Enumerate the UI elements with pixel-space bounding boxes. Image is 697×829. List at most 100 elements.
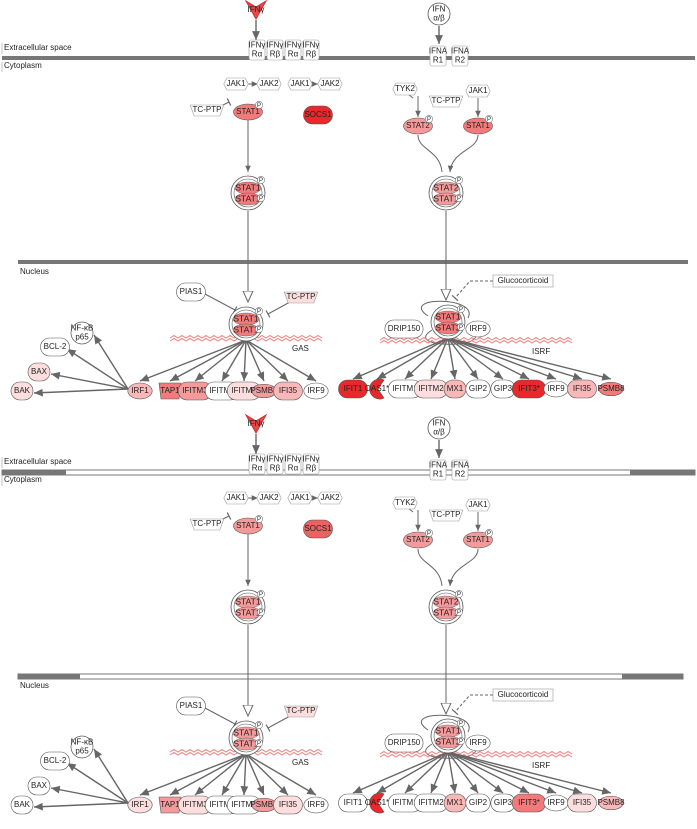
isrf-label: ISRF xyxy=(532,347,550,356)
plasma-membrane-right-cap xyxy=(630,470,695,475)
node-gip2: GIP2 xyxy=(465,379,491,399)
node-dimer1-phospho-2 xyxy=(257,608,265,616)
node-gip2-label: GIP2 xyxy=(469,384,488,393)
node-ifitm1b-label: IFITM1 xyxy=(392,384,418,393)
node-ifitm1b-label: IFITM1 xyxy=(392,798,418,807)
node-dimer2-phospho-1 xyxy=(455,176,463,184)
node-ndimer2-phospho-2-label: P xyxy=(459,325,463,331)
node-mx1-label: MX1 xyxy=(447,384,464,393)
node-oas1: OAS1* xyxy=(365,792,389,814)
node-stat1a-phospho-label: P xyxy=(257,517,261,523)
edge-tcptp-dimer xyxy=(265,715,291,732)
node-jak2a-label: JAK2 xyxy=(259,79,279,88)
node-psmb8b-label: PSMB8 xyxy=(597,798,625,807)
node-tyk2: TYK2 xyxy=(392,496,418,510)
node-bcl2: BCL-2 xyxy=(40,751,70,771)
node-ifngra1-shape xyxy=(248,453,266,475)
node-drip150: DRIP150 xyxy=(384,733,424,753)
node-irf1-label: IRF1 xyxy=(131,800,149,809)
node-bak: BAK xyxy=(10,795,34,815)
node-stat1a-label: STAT1 xyxy=(236,107,260,116)
node-stat1a-shape xyxy=(233,517,263,535)
node-ifitm2b-label: IFITM2 xyxy=(418,798,444,807)
node-ifi35b-label: IFI35 xyxy=(573,384,592,393)
node-ndimer1-label-1: STAT1 xyxy=(233,313,258,323)
node-jak1b-shape xyxy=(287,77,313,91)
node-stat2a-phospho-label: P xyxy=(427,117,431,123)
node-stat1a-phospho xyxy=(255,515,263,523)
edge-dimer2-gip2 xyxy=(447,751,479,794)
node-ndimer2-phospho-2 xyxy=(457,323,465,331)
node-irf9c: IRF9 xyxy=(543,794,569,812)
node-ndimer2-phospho-2-label: P xyxy=(459,739,463,745)
edge-dimer1-ifitm3 xyxy=(194,753,247,796)
edge-irf1-nfkb xyxy=(93,748,129,804)
edge-drip150-loop xyxy=(420,300,470,319)
node-tyk2-shape xyxy=(392,82,418,96)
node-ndimer1-phospho-2 xyxy=(255,739,263,747)
node-tcptp3-label: TC-PTP xyxy=(287,706,316,715)
node-gluco-shape xyxy=(492,688,554,702)
node-dimer1-phospho-1 xyxy=(257,590,265,598)
node-ifngrb1-shape xyxy=(266,39,284,61)
node-jak1a: JAK1 xyxy=(223,491,249,505)
gas-label: GAS xyxy=(292,758,309,767)
edge-irf1-bcl2 xyxy=(66,348,129,390)
node-irf1: IRF1 xyxy=(127,382,153,400)
node-ifi35a-label: IFI35 xyxy=(279,386,298,395)
node-tap1-label: TAP1 xyxy=(160,386,180,395)
node-dimer1-label-2: STAT1 xyxy=(235,607,260,617)
node-tcptp2-shape xyxy=(428,95,464,108)
node-psmb8b-shape xyxy=(598,381,624,397)
node-tap1-shape xyxy=(158,796,182,814)
node-bax-shape xyxy=(27,362,51,382)
node-ndimer1-label-2: STAT1 xyxy=(233,324,258,334)
node-ifi35b-label: IFI35 xyxy=(573,798,592,807)
node-pias1-shape xyxy=(176,282,206,302)
node-ifitm2b: IFITM2 xyxy=(413,793,449,813)
node-jak1b-label: JAK1 xyxy=(290,493,310,502)
node-tcptp1: TC-PTP xyxy=(189,518,225,531)
edge-dimer2-oas1 xyxy=(376,751,449,794)
node-ifitm1-label: IFITM1 xyxy=(209,386,235,395)
node-dimer2-phospho-2-label: P xyxy=(457,610,461,616)
cytoplasm-label: Cytoplasm xyxy=(4,61,42,70)
node-ndimer2-phospho-1-label: P xyxy=(459,721,463,727)
node-ndimer1-phospho-1-label: P xyxy=(257,309,261,315)
node-bak-shape xyxy=(10,381,34,401)
node-bak-shape xyxy=(10,795,34,815)
edge-dimer1-psmb8a xyxy=(245,753,265,796)
edge-dimer2-ifi35b xyxy=(447,751,583,795)
node-tcptp2-label: TC-PTP xyxy=(432,510,461,519)
edge-irf1-nfkb xyxy=(93,334,129,390)
node-jak1a: JAK1 xyxy=(223,77,249,91)
node-irf9b: IRF9 xyxy=(303,796,329,814)
edge-dimer1-tap1 xyxy=(169,339,247,382)
node-irf9a: IRF9 xyxy=(465,734,491,752)
extracellular-label: Extracellular space xyxy=(4,457,72,466)
node-gip2: GIP2 xyxy=(465,793,491,813)
node-ndimer1-label-1: STAT1 xyxy=(233,727,258,737)
node-tyk2-shape xyxy=(392,496,418,510)
node-drip150: DRIP150 xyxy=(384,319,424,339)
node-dimer2-phospho-1 xyxy=(455,590,463,598)
node-dimer2-label-1: STAT2 xyxy=(433,596,458,606)
edge-irf1-bcl2 xyxy=(66,762,129,804)
node-stat2a-label: STAT2 xyxy=(406,121,430,130)
node-irf9b: IRF9 xyxy=(303,382,329,400)
node-stat2a-shape xyxy=(403,117,433,135)
edge-dimer2-ifi35b xyxy=(447,337,583,381)
node-tcptp3: TC-PTP xyxy=(283,705,319,718)
edge-dimer2-gip3 xyxy=(447,337,504,380)
node-bax: BAX xyxy=(27,362,51,382)
